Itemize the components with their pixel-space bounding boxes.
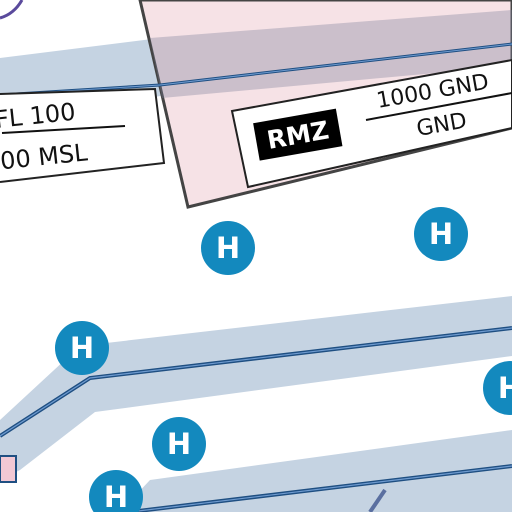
airspace-label-divider-left [1, 125, 126, 134]
airspace-label-box-left [0, 87, 166, 183]
airway-line-lower-2-inner [129, 465, 512, 512]
heliport-letter: H [167, 427, 191, 461]
heliport-letter: H [70, 331, 94, 365]
rmz-badge-bg [253, 108, 343, 161]
heliport-letter: H [216, 231, 240, 265]
heliport-icon[interactable]: H [483, 361, 512, 415]
heliport-letter: H [429, 217, 453, 251]
airspace-marker-small [0, 455, 17, 483]
airway-line-branch [368, 488, 387, 512]
heliport-icon[interactable]: H [201, 221, 255, 275]
heliport-icon[interactable]: H [89, 470, 143, 512]
heliport-letter: H [498, 371, 512, 405]
airspace-corridor-lower-2 [120, 430, 512, 512]
heliport-icon[interactable]: H [55, 321, 109, 375]
heliport-icon[interactable]: H [152, 417, 206, 471]
rmz-limit-divider [365, 92, 512, 121]
heliport-icon[interactable]: H [414, 207, 468, 261]
airspace-boundary-arc [0, 0, 24, 20]
rmz-label-box [230, 58, 512, 189]
airway-line-lower-1-inner [0, 327, 512, 437]
heliport-letter: H [104, 480, 128, 512]
rmz-badge: RMZ [253, 108, 343, 161]
